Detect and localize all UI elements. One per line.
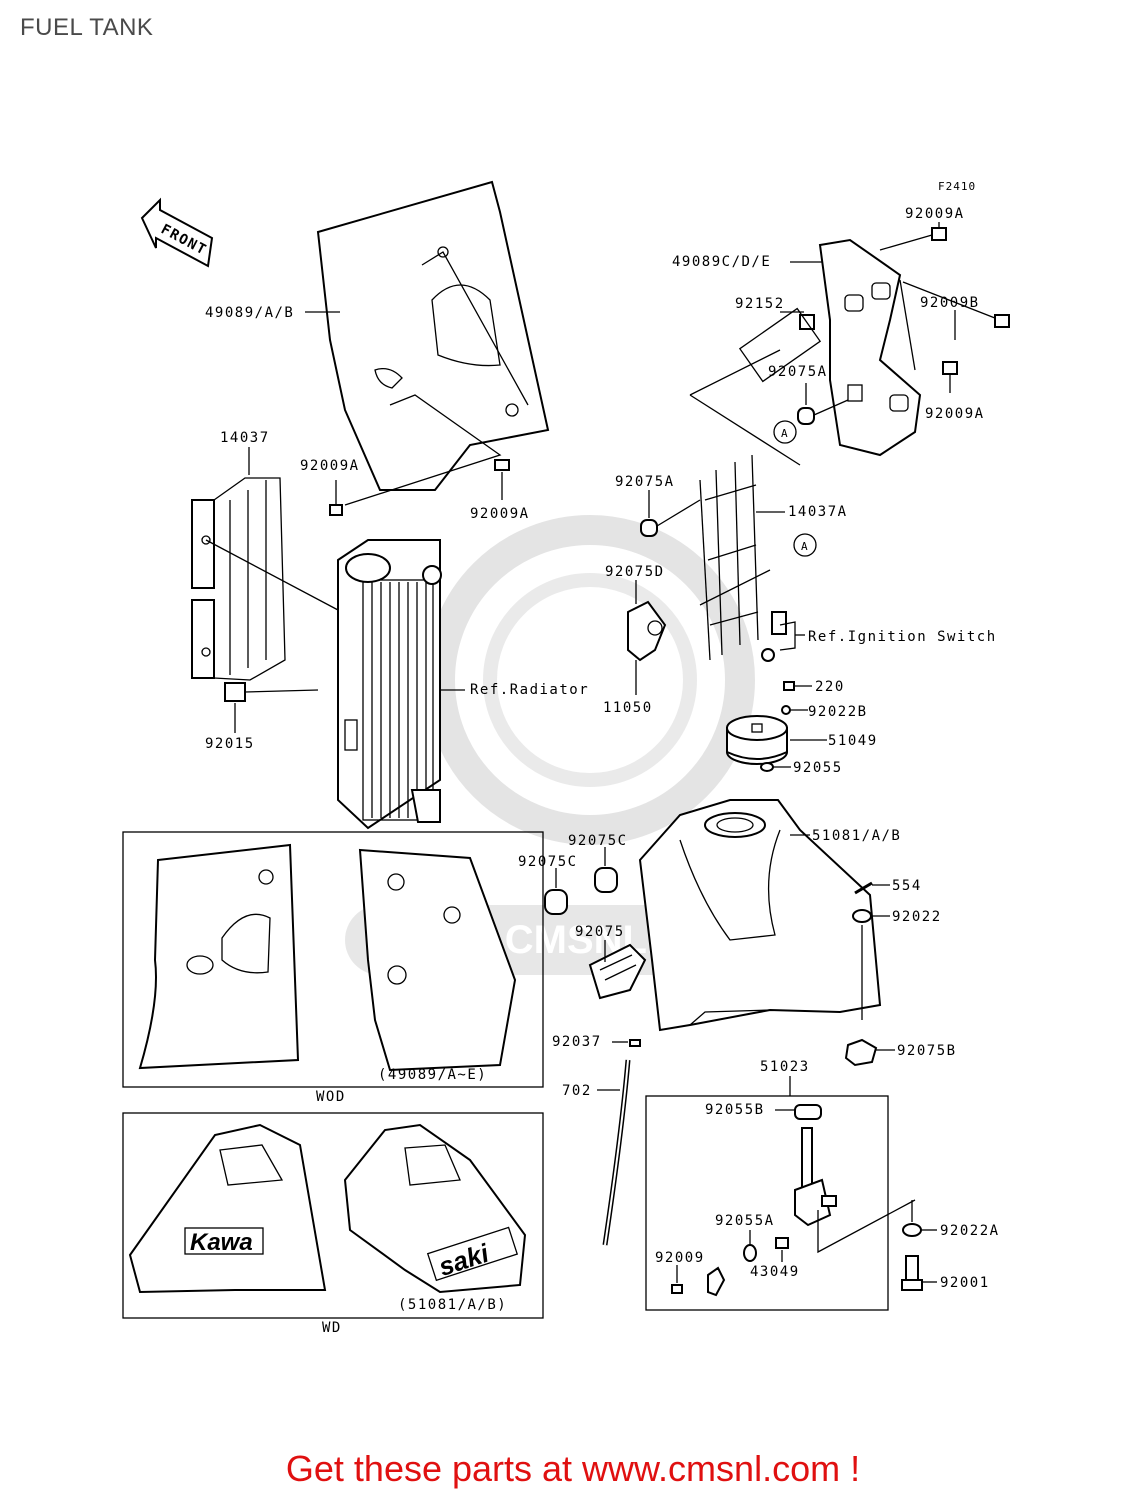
louver-14037-part	[191, 477, 286, 681]
callout-49089CDE: 49089C/D/E	[672, 254, 771, 270]
damper-92075B-part	[844, 1038, 878, 1067]
callout-92075B: 92075B	[897, 1043, 957, 1059]
callout-92022A: 92022A	[940, 1223, 1000, 1239]
damper-92075C-left-part	[544, 889, 568, 915]
callout-92022B: 92022B	[808, 704, 868, 720]
callout-92037: 92037	[552, 1034, 602, 1050]
callout-92009A-3: 92009A	[300, 458, 360, 474]
lever-plate-part	[707, 1266, 726, 1297]
washer-92022A-part	[902, 1223, 922, 1237]
callout-14037A: 14037A	[788, 504, 848, 520]
svg-text:A: A	[801, 540, 809, 553]
shroud-right-part	[818, 238, 922, 457]
fuel-cap-51049-part	[726, 715, 788, 765]
oring-92055-part	[760, 762, 774, 772]
callout-92075A-2: 92075A	[615, 474, 675, 490]
callout-92009B: 92009B	[920, 295, 980, 311]
strap-92075-part	[588, 943, 647, 1000]
louver-14037A-part	[699, 454, 759, 661]
washer-92022B-part	[781, 705, 791, 715]
fuel-tank-51081-part	[638, 799, 882, 1032]
callout-ref-radiator: Ref.Radiator	[470, 682, 589, 698]
damper-92075A-upper-part	[797, 407, 815, 425]
callout-92075A-1: 92075A	[768, 364, 828, 380]
pin-554-part	[854, 881, 873, 895]
callout-ref-ignition-switch: Ref.Ignition Switch	[808, 629, 997, 645]
callout-92009A-1: 92009A	[905, 206, 965, 222]
ref-marker-lower: A	[793, 533, 817, 557]
fuel-cock-valve-part	[794, 1127, 837, 1227]
page-title: FUEL TANK	[20, 14, 154, 41]
callout-92075C-2: 92075C	[518, 854, 578, 870]
promo-link[interactable]: Get these parts at www.cmsnl.com !	[285, 1448, 861, 1489]
bolt-92009A-upper-part	[931, 227, 947, 241]
fuel-tank-exploded-diagram: WWW.CMSNL.COM F2410 FRONT 49089/A/B 9200…	[122, 180, 1010, 1336]
callout-92055: 92055	[793, 760, 843, 776]
damper-92075C-right-part	[594, 867, 618, 893]
decal-left-text: Kawa	[190, 1229, 253, 1256]
ref-marker-upper: A	[773, 420, 797, 444]
callout-92055B: 92055B	[705, 1102, 765, 1118]
radiator-part	[337, 539, 442, 830]
clip-92015-part	[224, 682, 246, 702]
fuel-cock-51023-box	[645, 1095, 889, 1311]
callout-51023: 51023	[760, 1059, 810, 1075]
callout-92009A-4: 92009A	[470, 506, 530, 522]
filter-43049-part	[775, 1237, 789, 1249]
shroud-left-part	[316, 180, 550, 491]
bolt-92009B-part	[994, 314, 1010, 328]
callout-92075: 92075	[575, 924, 625, 940]
callout-554: 554	[892, 878, 922, 894]
callout-92075D: 92075D	[605, 564, 665, 580]
gasket-92055B-part	[794, 1104, 822, 1120]
bracket-11050-part	[627, 600, 667, 662]
front-arrow-icon: FRONT	[140, 197, 214, 268]
callout-51081AB: 51081/A/B	[812, 828, 901, 844]
washer-92022-part	[852, 909, 872, 923]
screw-220-part	[783, 681, 795, 691]
callout-11050: 11050	[603, 700, 653, 716]
svg-text:A: A	[781, 427, 789, 440]
bolt-92009A-lower-part	[942, 361, 958, 375]
callout-14037: 14037	[220, 430, 270, 446]
inset-wod-caption: (49089/A~E)	[378, 1067, 487, 1083]
callout-43049: 43049	[750, 1264, 800, 1280]
callout-92009: 92009	[655, 1250, 705, 1266]
callout-92075C-1: 92075C	[568, 833, 628, 849]
callout-92001: 92001	[940, 1275, 990, 1291]
inset-wod-label: WOD	[316, 1089, 346, 1105]
inset-wd-caption: (51081/A/B)	[398, 1297, 507, 1313]
oring-92055A-part	[743, 1244, 757, 1262]
callout-92022: 92022	[892, 909, 942, 925]
callout-92009A-2: 92009A	[925, 406, 985, 422]
callout-220: 220	[815, 679, 845, 695]
callout-92015: 92015	[205, 736, 255, 752]
inset-wd-label: WD	[322, 1320, 342, 1336]
ignition-switch-part	[761, 611, 787, 662]
inset-wd: Kawa saki (51081/A/B)	[122, 1112, 544, 1319]
callout-702: 702	[562, 1083, 592, 1099]
screw-92009-part	[671, 1284, 683, 1294]
callout-92152: 92152	[735, 296, 785, 312]
figure-code: F2410	[938, 180, 976, 193]
damper-92075A-lower-part	[640, 519, 658, 537]
callout-49089AB: 49089/A/B	[205, 305, 294, 321]
bolt-92001-part	[901, 1255, 923, 1291]
clip-92037-part	[629, 1039, 641, 1047]
inset-wod: (49089/A~E)	[122, 831, 544, 1088]
callout-51049: 51049	[828, 733, 878, 749]
callout-92055A: 92055A	[715, 1213, 775, 1229]
